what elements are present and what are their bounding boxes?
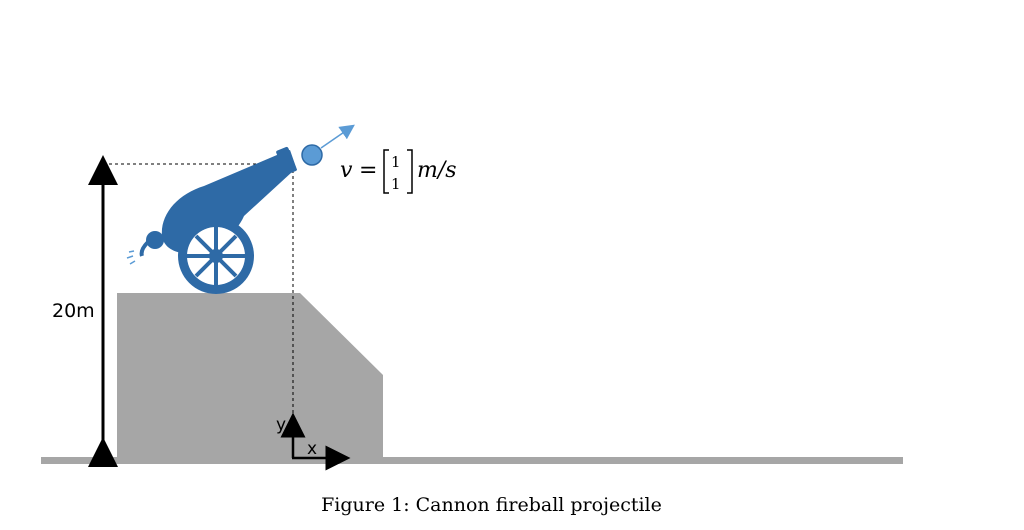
platform xyxy=(117,293,383,459)
figure-caption: Figure 1: Cannon fireball projectile xyxy=(321,494,662,516)
velocity-equation: v = 1 1 m/s xyxy=(340,149,457,194)
cannon-knob xyxy=(146,231,164,249)
y-axis-label: y xyxy=(276,415,286,435)
cannon xyxy=(126,146,297,294)
fireball xyxy=(301,144,323,166)
coordinate-axes: y x xyxy=(276,412,351,471)
velocity-symbol: v xyxy=(340,158,353,183)
cannon-muzzle xyxy=(276,146,297,175)
ground-line xyxy=(41,457,903,464)
velocity-unit: m/s xyxy=(417,158,457,183)
vector-left-bracket xyxy=(383,149,389,194)
height-label: 20m xyxy=(52,300,95,322)
velocity-equals: = xyxy=(359,158,377,183)
velocity-arrow xyxy=(320,124,355,149)
wheel-hub xyxy=(209,249,223,263)
cannon-fuse xyxy=(139,240,150,257)
vector-top-entry: 1 xyxy=(391,153,401,171)
fuse-spark-icon xyxy=(126,250,136,265)
vector-right-bracket xyxy=(407,149,413,194)
x-axis-label: x xyxy=(307,439,317,459)
vector-bottom-entry: 1 xyxy=(391,175,401,193)
